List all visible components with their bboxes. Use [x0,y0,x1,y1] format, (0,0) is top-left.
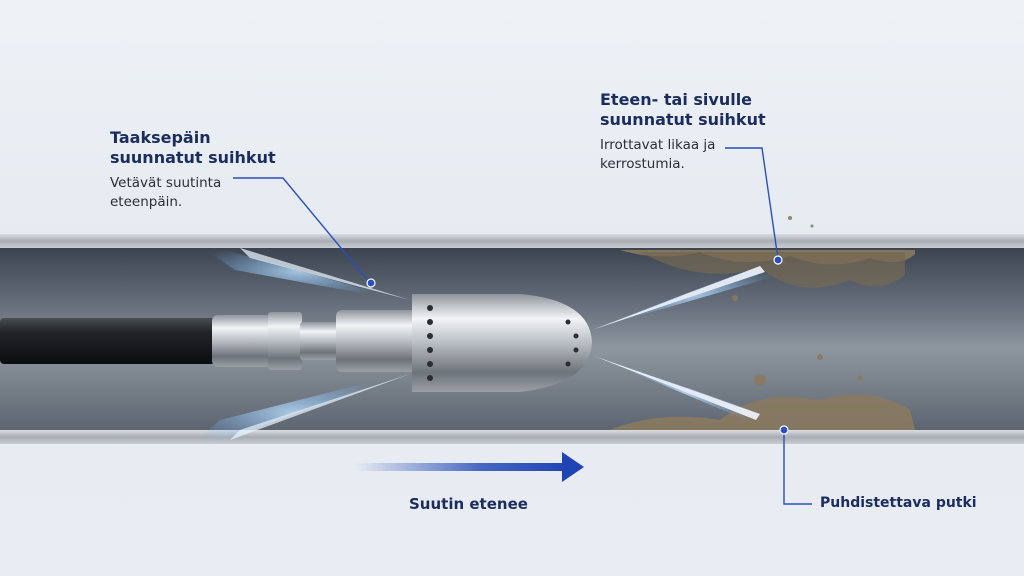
jet-hole [427,333,433,339]
front-jets-leader [725,147,779,260]
back-jets-desc-line1: Vetävät suutinta [110,175,222,191]
jet-hole [427,305,433,311]
back-jets-title-line1: Taaksepäin [110,128,211,147]
front-jet-lower-core [594,356,760,420]
rear-jet-holes [427,305,433,381]
jet-hole [565,361,571,367]
nozzle-body [412,294,592,392]
travel-label: Suutin etenee [409,495,528,513]
back-jets-desc-line2: eteenpäin. [110,194,183,210]
hex-nut [268,312,302,370]
coupling [300,322,340,360]
front-jets-title-line1: Eteen- tai sivulle [600,90,753,109]
leader-lines [233,147,812,505]
back-jets-dot [366,278,376,288]
jet-hole [427,319,433,325]
jet-hole [427,347,433,353]
back-jet-upper-core [240,248,410,300]
front-jet-upper-core [592,266,765,330]
arrow-shaft [355,463,565,471]
front-jets-title: Eteen- tai sivulle suunnatut suihkut [600,90,840,130]
debris-particle [817,354,823,360]
front-jets-dot [773,255,783,265]
water-jets [180,240,790,455]
bottom-deposit [610,394,915,430]
jet-hole [573,333,579,339]
hose-fitting [212,310,416,372]
pipe-bottom-wall [0,430,1024,444]
ferrule [212,315,272,367]
dirt-deposits [610,216,915,430]
jet-hole [427,361,433,367]
back-jets-title-line2: suunnatut suihkut [110,148,276,167]
debris-particle [857,375,863,381]
front-jets-title-line2: suunnatut suihkut [600,110,766,129]
pipe-top-wall [0,234,1024,248]
jet-hole [573,347,579,353]
nozzle-neck [336,310,416,372]
jet-hole [427,375,433,381]
back-jet-lower-core [230,374,410,440]
back-jets-callout: Taaksepäin suunnatut suihkut Vetävät suu… [110,128,330,212]
back-jets-title: Taaksepäin suunnatut suihkut [110,128,330,168]
leader-dots [366,255,789,435]
travel-arrow [355,452,584,482]
pipe-leader [783,430,812,505]
arrow-head [562,452,584,482]
debris-particle [754,374,766,386]
front-jet-holes [565,319,579,367]
debris-particle [788,216,792,220]
back-jets-leader [233,177,371,284]
debris-particle [732,295,738,301]
front-jets-callout: Eteen- tai sivulle suunnatut suihkut Irr… [600,90,840,174]
jet-hole [565,319,571,325]
pipe-label: Puhdistettava putki [820,495,977,511]
pipe-dot [779,425,789,435]
front-jets-desc-line2: kerrostumia. [600,156,685,172]
front-jets-description: Irrottavat likaa ja kerrostumia. [600,136,840,174]
nozzle-head [412,294,592,392]
hose [0,318,220,364]
front-jets-desc-line1: Irrottavat likaa ja [600,137,716,153]
back-jets-description: Vetävät suutinta eteenpäin. [110,174,330,212]
debris-particle [810,224,814,228]
